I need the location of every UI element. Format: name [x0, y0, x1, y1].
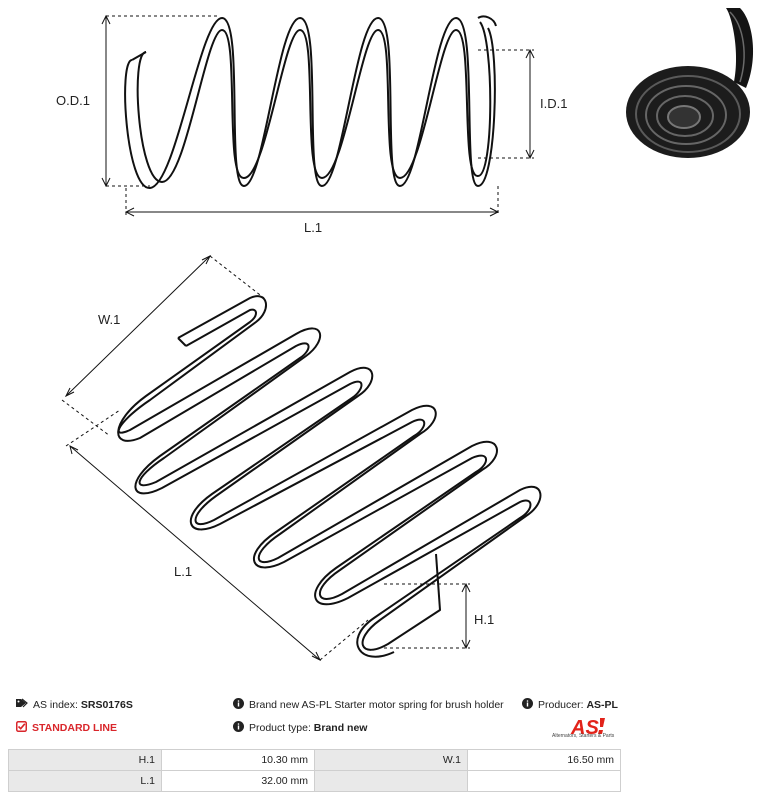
svg-text:AS: AS — [570, 717, 599, 739]
standard-line-label: STANDARD LINE — [32, 722, 117, 734]
spec-label-w1: W.1 — [314, 749, 468, 771]
bottom-length-dimension-line — [69, 445, 321, 661]
logo-tagline: Alternators, Starters & Parts — [552, 733, 615, 739]
spec-label-h1: H.1 — [8, 749, 162, 771]
info-circle-icon — [522, 698, 533, 712]
label-h1: H.1 — [474, 612, 494, 627]
producer-label: Producer: — [538, 699, 584, 711]
spec-value-l1: 32.00 mm — [161, 770, 315, 792]
spec-value-w1: 16.50 mm — [467, 749, 621, 771]
w1-dimension-line — [65, 255, 211, 397]
info-circle-icon — [233, 721, 244, 735]
standard-line-badge: STANDARD LINE — [16, 721, 117, 735]
dimensions-table: H.1 10.30 mm W.1 16.50 mm L.1 32.00 mm — [8, 749, 621, 792]
product-type-row: Product type: Brand new — [233, 721, 367, 735]
product-type-value: Brand new — [313, 722, 368, 734]
as-pl-logo: AS — [570, 717, 605, 739]
label-id: I.D.1 — [540, 96, 567, 111]
coil-spring-side-view — [124, 15, 497, 190]
producer-value: AS-PL — [586, 699, 618, 711]
bottom-dimension-lines — [61, 254, 471, 662]
coil-spring-3d-view — [117, 295, 542, 658]
product-type-label: Product type: — [249, 722, 311, 734]
label-w1: W.1 — [98, 312, 120, 327]
spec-label-empty — [314, 770, 468, 792]
check-square-icon — [16, 721, 27, 735]
table-row: H.1 10.30 mm W.1 16.50 mm — [8, 749, 621, 771]
spring-technical-drawing: O.D.1 I.D.1 L.1 W.1 L.1 H.1 — [56, 8, 754, 662]
info-circle-icon — [233, 698, 244, 712]
label-bottom-length: L.1 — [174, 564, 192, 579]
top-dimension-lines — [101, 14, 535, 217]
spec-value-empty — [467, 770, 621, 792]
as-index-label: AS index: — [33, 698, 78, 711]
table-row: L.1 32.00 mm — [8, 770, 621, 792]
as-index-value: SRS0176S — [80, 698, 133, 711]
product-description: Brand new AS-PL Starter motor spring for… — [249, 699, 504, 711]
label-top-length: L.1 — [304, 220, 322, 235]
as-index-row: AS index: SRS0176S — [16, 698, 133, 711]
spec-value-h1: 10.30 mm — [161, 749, 315, 771]
producer-row: Producer: AS-PL — [522, 698, 618, 712]
description-row: Brand new AS-PL Starter motor spring for… — [233, 698, 504, 712]
tags-icon — [16, 698, 28, 711]
spec-label-l1: L.1 — [8, 770, 162, 792]
label-od: O.D.1 — [56, 93, 90, 108]
product-photo-spiral-spring — [626, 8, 754, 158]
